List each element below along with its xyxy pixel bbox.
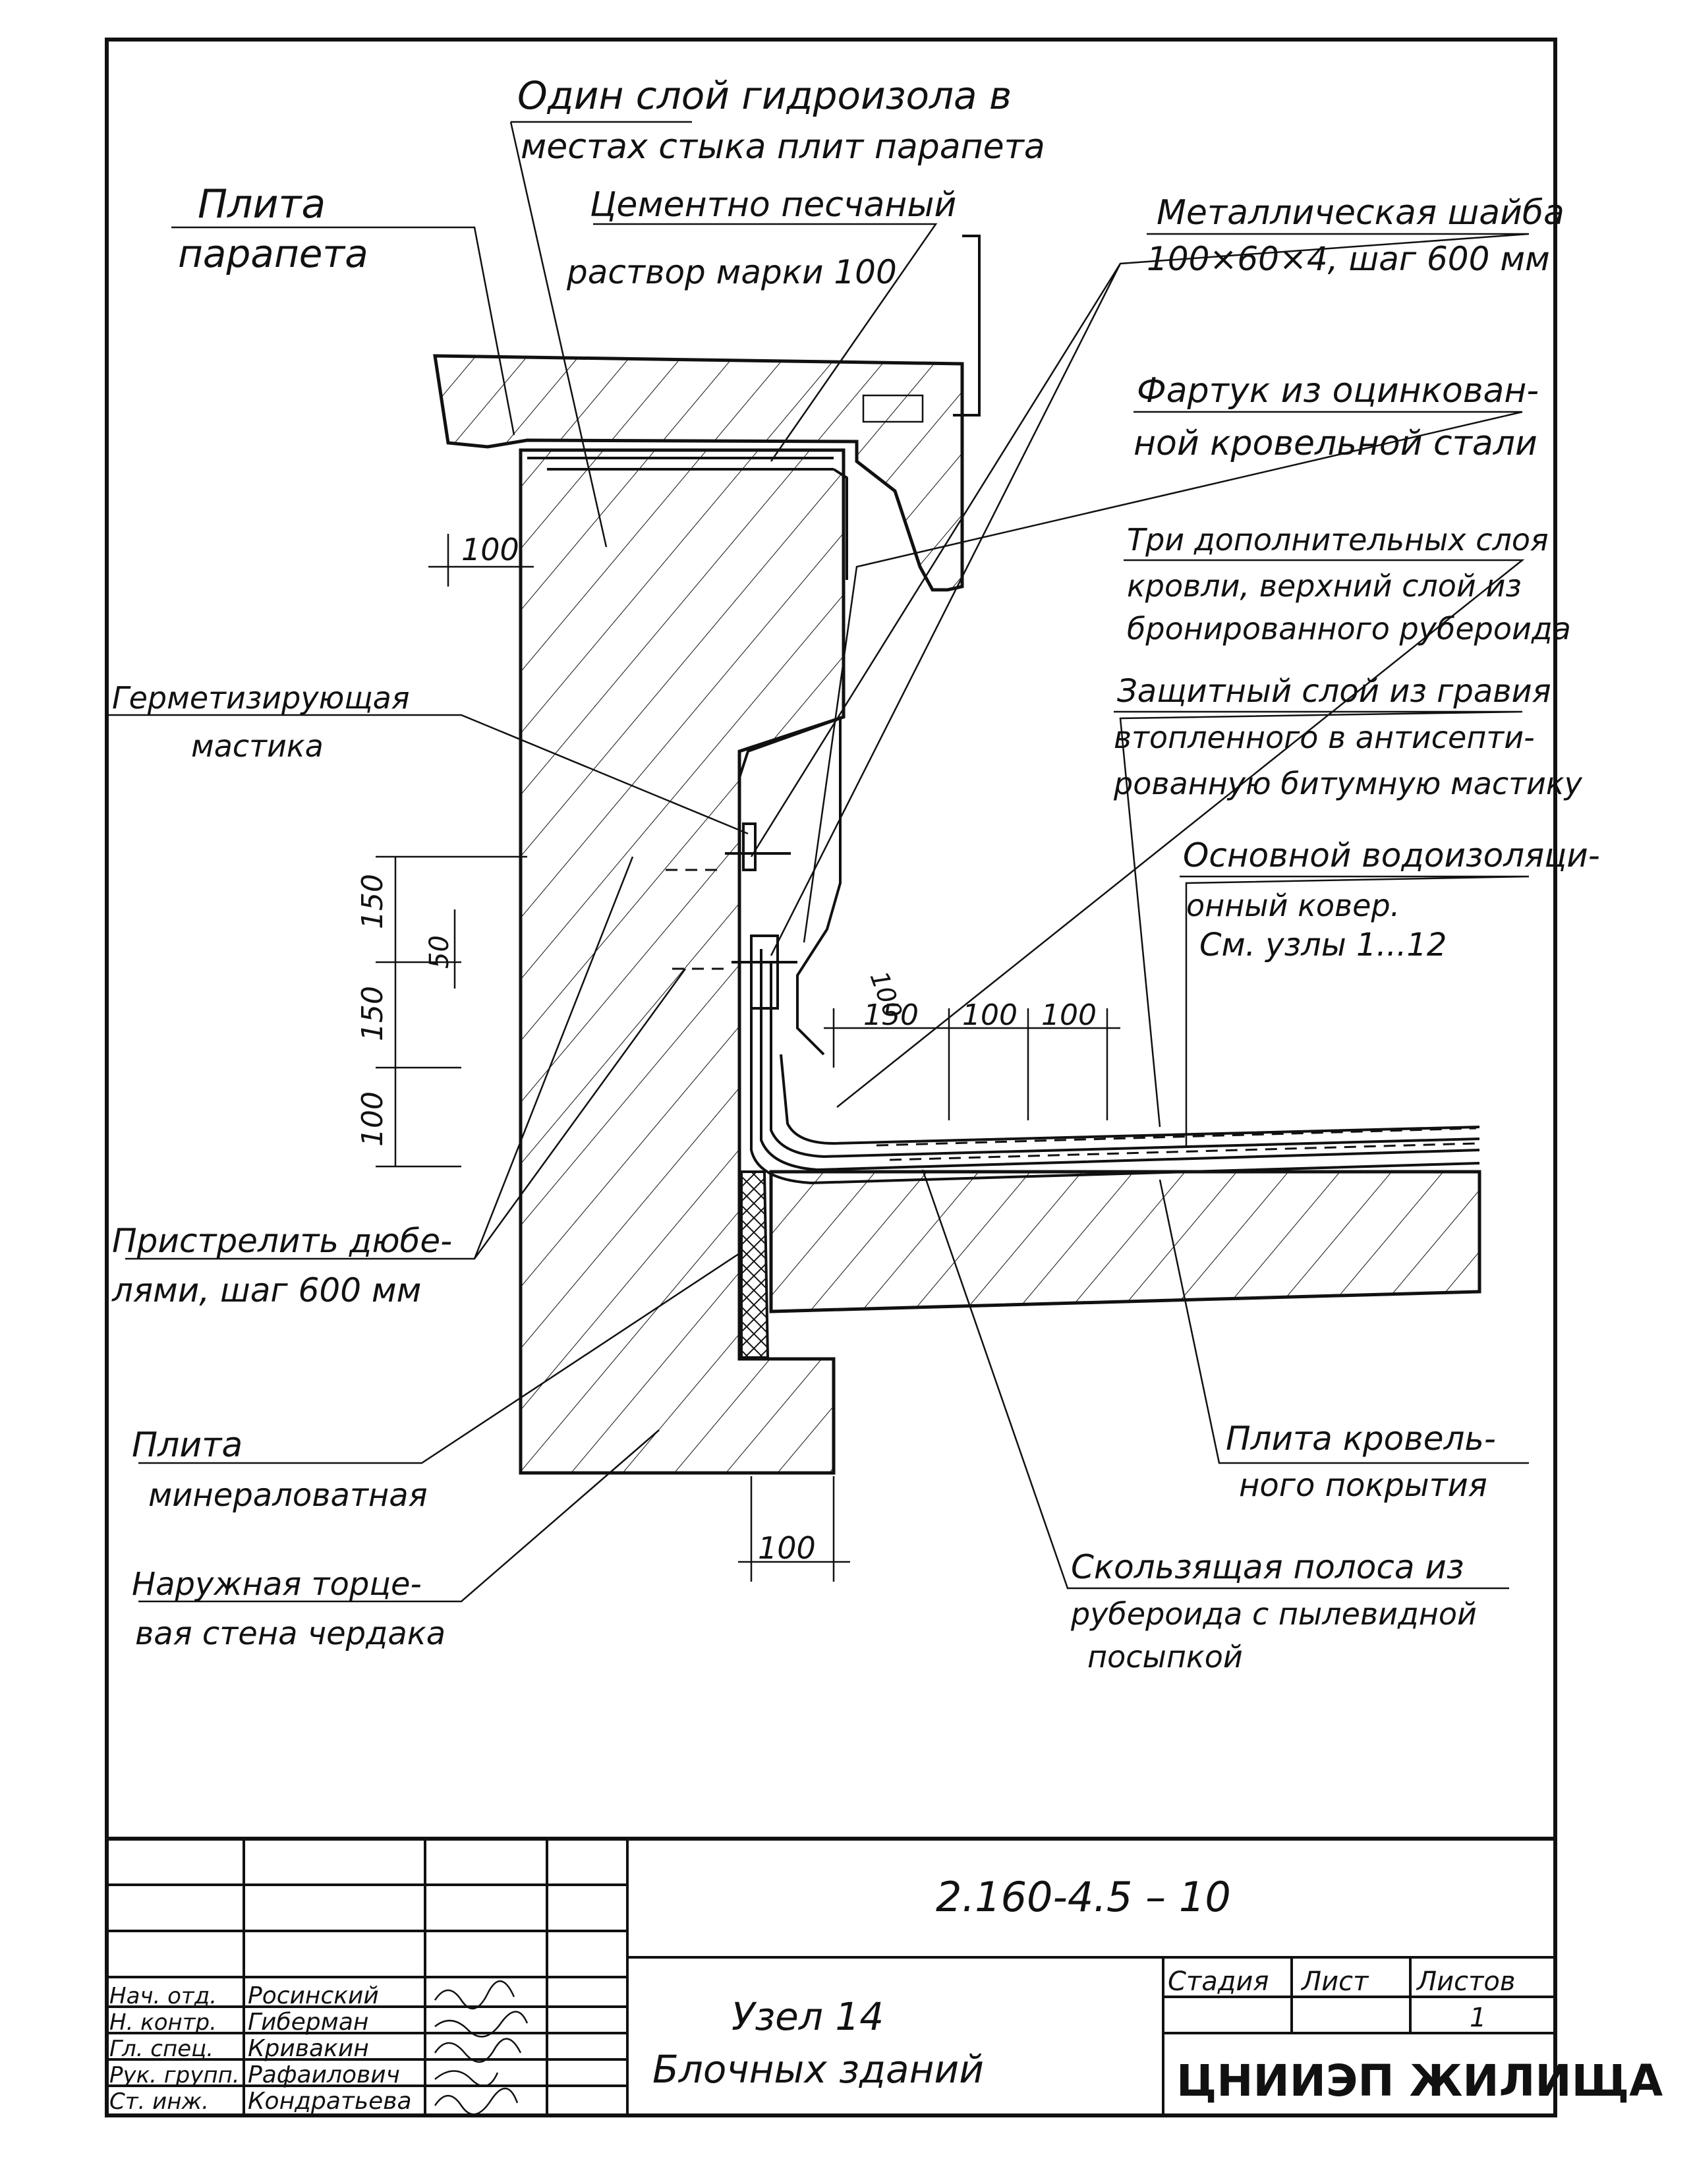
roof-layer-2 (760, 949, 1480, 1172)
label-slide-1: Скользящая полоса из (1071, 1548, 1464, 1586)
leader-wool (138, 1251, 742, 1464)
title-block (107, 1837, 1555, 2115)
staff-name-4: Кондратьева (248, 2088, 412, 2115)
signature-0 (434, 1980, 515, 2010)
signature-4 (434, 2087, 519, 2115)
label-extra-2: кровли, верхний слой из (1127, 568, 1522, 604)
staff-role-3: Рук. групп. (109, 2062, 240, 2088)
staff-name-2: Кривакин (248, 2035, 369, 2062)
label-mortar-2: раствор марки 100 (566, 253, 897, 291)
label-wool-2: минераловатная (148, 1477, 428, 1514)
leader-slide-strip (921, 1169, 1509, 1590)
washer-upper (742, 822, 757, 871)
leader-gravel (1114, 710, 1523, 1128)
leader-mortar (593, 223, 938, 462)
label-washer-2: 100×60×4, шаг 600 мм (1147, 240, 1550, 278)
label-slide-3: посыпкой (1087, 1639, 1243, 1675)
roof-layer-4 (780, 1054, 1480, 1145)
staff-name-0: Росинский (248, 1982, 379, 2009)
label-carpet-2: онный ковер. (1186, 888, 1400, 923)
stage-label: Стадия (1168, 1967, 1269, 1997)
label-gravel-3: рованную битумную мастику (1113, 766, 1583, 801)
label-hydro-2: местах стыка плит парапета (521, 127, 1045, 167)
staff-name-1: Гиберман (248, 2009, 368, 2036)
label-parapet-1: Плита (198, 181, 326, 227)
label-apron-1: Фартук из оцинкован- (1137, 371, 1539, 411)
staff-role-4: Ст. инж. (109, 2088, 209, 2115)
title-line-1: Узел 14 (732, 1994, 884, 2039)
label-wool-1: Плита (132, 1425, 243, 1465)
staff-role-1: Н. контр. (109, 2009, 217, 2036)
drawing-frame (105, 38, 1557, 2117)
washer-lower (750, 934, 779, 1010)
signature-3 (434, 2070, 499, 2087)
label-carpet-3: См. узлы 1...12 (1199, 927, 1447, 963)
sheet-label: Лист (1300, 1967, 1369, 1997)
staff-role-2: Гл. спец. (109, 2036, 214, 2062)
dim-text-h150: 150 (863, 998, 919, 1032)
doc-code: 2.160-4.5 – 10 (936, 1873, 1231, 1921)
label-sealant-2: мастика (191, 728, 324, 764)
label-apron-2: ной кровельной стали (1133, 424, 1537, 463)
dim-text-100-bottom: 100 (758, 1530, 816, 1566)
label-parapet-2: парапета (178, 231, 368, 276)
label-dowels-1: Пристрелить дюбе- (112, 1222, 452, 1260)
label-hydro-1: Один слой гидроизола в (517, 73, 1012, 118)
label-mortar-1: Цементно песчаный (590, 185, 956, 225)
label-gravel-2: втопленного в антисепти- (1114, 720, 1535, 755)
label-carpet-1: Основной водоизоляци- (1183, 836, 1600, 875)
parapet-slab-shape (433, 354, 964, 592)
mineral-wool-shape (740, 1170, 770, 1359)
label-roof-slab-2: ного покрытия (1239, 1467, 1487, 1504)
label-dowels-2: лями, шаг 600 мм (111, 1271, 421, 1309)
label-extra-1: Три дополнительных слоя (1127, 522, 1549, 558)
dim-text-100-left: 100 (461, 532, 519, 567)
leader-apron (803, 411, 1523, 943)
staff-name-3: Рафаилович (248, 2061, 400, 2088)
dim-text-h100-a: 100 (962, 998, 1018, 1032)
dim-text-150-a: 150 (356, 874, 389, 929)
gravel-layer (876, 1127, 1477, 1147)
label-wall-1: Наружная торце- (132, 1566, 422, 1603)
leader-outer-wall (138, 1429, 660, 1603)
label-washer-1: Металлическая шайба (1157, 193, 1564, 233)
label-extra-3: бронированного рубероида (1127, 611, 1571, 647)
roof-slab-shape (769, 1170, 1481, 1313)
leader-dowels (125, 856, 687, 1260)
anchor-plate (862, 394, 924, 423)
title-line-2: Блочных зданий (652, 2047, 984, 2092)
label-roof-slab-1: Плита кровель- (1226, 1420, 1496, 1458)
label-gravel-1: Защитный слой из гравия (1117, 673, 1551, 710)
label-sealant-1: Герметизирующая (112, 680, 410, 716)
leader-sealant (109, 714, 749, 835)
leader-main-carpet (1180, 875, 1530, 1147)
dim-text-h100-b: 100 (1041, 998, 1097, 1032)
anchor-bolt (953, 235, 981, 417)
sheets-label: Листов (1416, 1967, 1515, 1997)
roof-layer-3 (770, 962, 1480, 1159)
leader-parapet (171, 226, 515, 436)
label-slide-2: рубероида с пылевидной (1070, 1596, 1477, 1632)
leader-roof-slab (1159, 1179, 1529, 1464)
apron-shape (738, 716, 842, 1056)
hydro-layer-drip (832, 468, 848, 580)
roof-layer-1 (750, 936, 1480, 1185)
sheets-value: 1 (1470, 2003, 1486, 2033)
dim-text-100-v: 100 (356, 1091, 389, 1147)
outer-wall-shape (519, 448, 846, 1475)
signature-2 (434, 2038, 522, 2063)
dim-text-50: 50 (424, 935, 455, 969)
organization: ЦНИИЭП ЖИЛИЩА (1176, 2055, 1663, 2106)
leader-hydro (509, 121, 692, 548)
leader-extra-layers (836, 559, 1525, 1108)
staff-role-0: Нач. отд. (109, 1983, 217, 2009)
dim-text-150-b: 150 (356, 986, 389, 1041)
signature-1 (434, 2011, 529, 2038)
label-wall-2: вая стена чердака (135, 1615, 445, 1652)
leader-washer (750, 233, 1530, 956)
